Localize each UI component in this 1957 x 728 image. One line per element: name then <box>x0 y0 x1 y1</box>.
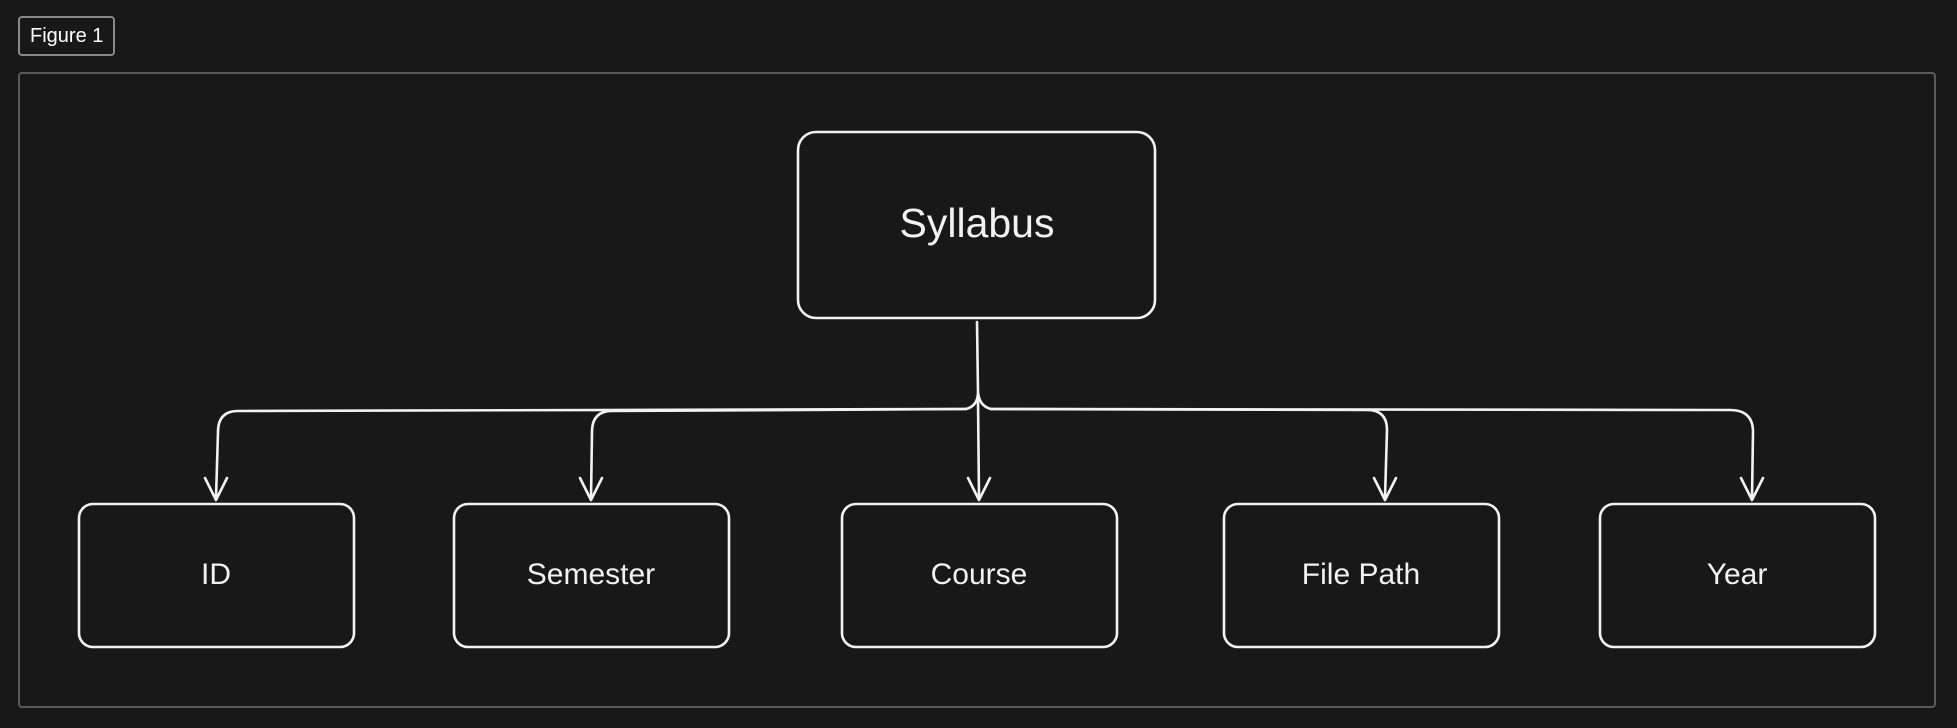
node-id[interactable]: ID <box>77 502 356 649</box>
node-year-box <box>1598 502 1877 649</box>
arrowhead-id <box>203 476 229 502</box>
connector-to-semester <box>589 407 968 500</box>
node-year-label: Year <box>1707 558 1768 591</box>
connector-trunk <box>964 320 993 411</box>
connector-to-year <box>989 407 1755 500</box>
connector-to-course <box>976 398 981 500</box>
node-semester-label: Semester <box>527 558 655 591</box>
arrowhead-file-path <box>1372 476 1398 502</box>
node-syllabus[interactable]: Syllabus <box>796 130 1157 320</box>
figure-tag: Figure 1 <box>18 16 116 56</box>
node-syllabus-box <box>796 130 1157 320</box>
arrowhead-year <box>1739 476 1765 502</box>
connector-to-file-path <box>989 407 1389 500</box>
node-course[interactable]: Course <box>840 502 1119 649</box>
arrowhead-semester <box>578 476 604 502</box>
node-file-path[interactable]: File Path <box>1222 502 1501 649</box>
node-id-label: ID <box>201 558 231 591</box>
node-syllabus-label: Syllabus <box>900 200 1055 246</box>
node-semester[interactable]: Semester <box>452 502 731 649</box>
node-file-path-label: File Path <box>1302 558 1420 591</box>
arrowhead-course <box>966 476 992 502</box>
node-semester-box <box>452 502 731 649</box>
node-year[interactable]: Year <box>1598 502 1877 649</box>
node-course-label: Course <box>931 558 1028 591</box>
node-course-box <box>840 502 1119 649</box>
node-file-path-box <box>1222 502 1501 649</box>
connector-to-id <box>214 407 968 500</box>
node-id-box <box>77 502 356 649</box>
connector-group <box>203 320 1765 502</box>
